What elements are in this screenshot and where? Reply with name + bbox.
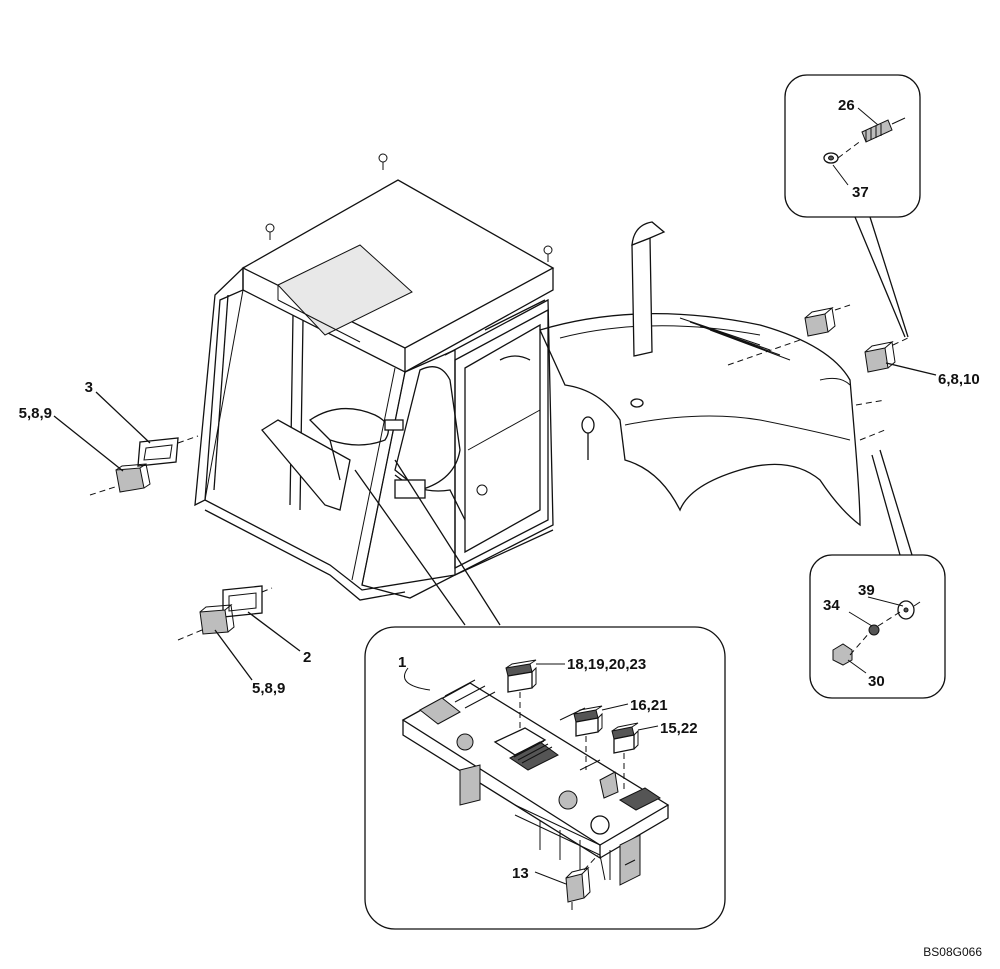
leader-6810 bbox=[885, 362, 937, 376]
detail-bolt-balloon bbox=[784, 74, 921, 218]
leader-589-bottom bbox=[214, 629, 253, 681]
callout-37: 37 bbox=[852, 184, 869, 201]
hood-fender bbox=[539, 221, 861, 527]
callout-34: 34 bbox=[823, 597, 840, 614]
callout-589-bottom: 5,8,9 bbox=[252, 680, 285, 697]
rear-light-upper bbox=[727, 304, 851, 366]
callout-6810: 6,8,10 bbox=[938, 371, 980, 388]
cab-frame bbox=[194, 153, 555, 601]
leader-3 bbox=[95, 391, 151, 444]
callout-1522: 15,22 bbox=[660, 720, 698, 737]
callout-18192023: 18,19,20,23 bbox=[567, 656, 646, 673]
leader-589-top bbox=[53, 415, 124, 472]
nut-balloon-leader bbox=[871, 449, 913, 556]
bolt-balloon-leader bbox=[854, 216, 909, 338]
work-light-upper bbox=[89, 435, 199, 496]
leader-2 bbox=[247, 611, 301, 652]
callout-26: 26 bbox=[838, 97, 855, 114]
callout-589-top: 5,8,9 bbox=[19, 405, 52, 422]
dash-leader bbox=[354, 459, 501, 626]
callout-30: 30 bbox=[868, 673, 885, 690]
drawing-reference-code: BS08G066 bbox=[923, 945, 982, 959]
callout-1: 1 bbox=[398, 654, 406, 671]
callout-1621: 16,21 bbox=[630, 697, 668, 714]
callout-13: 13 bbox=[512, 865, 529, 882]
detail-console-balloon bbox=[364, 626, 726, 930]
work-light-lower bbox=[177, 585, 273, 641]
callout-2: 2 bbox=[303, 649, 311, 666]
callout-39: 39 bbox=[858, 582, 875, 599]
callout-3: 3 bbox=[85, 379, 93, 396]
detail-nut-balloon bbox=[809, 554, 946, 699]
rear-light-lower bbox=[855, 337, 909, 441]
